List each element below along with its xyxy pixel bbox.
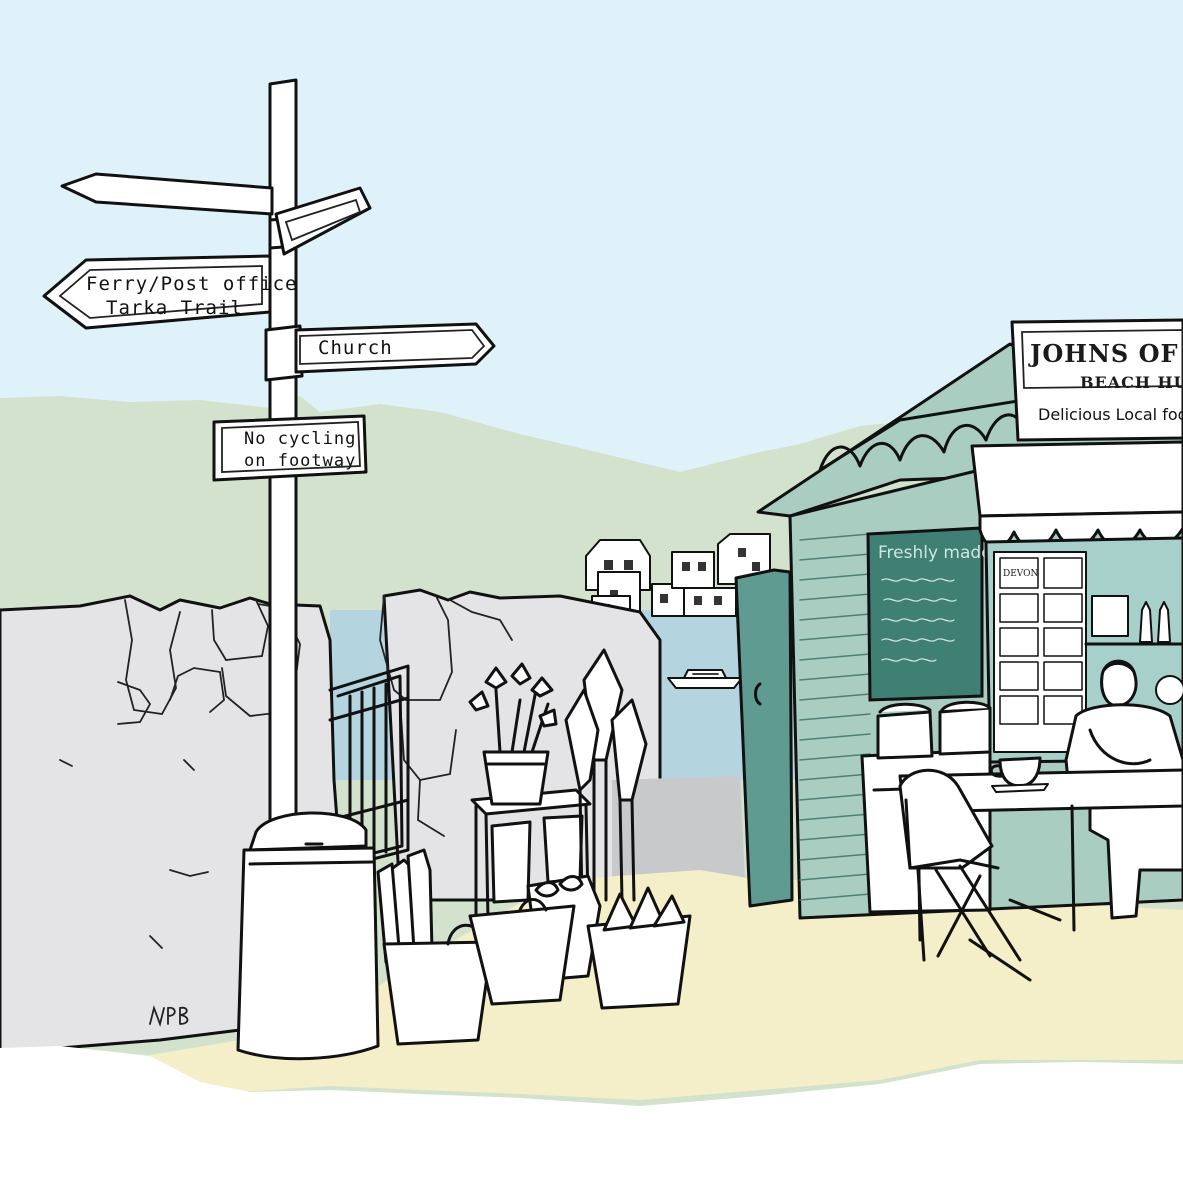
plate-line1: No cycling xyxy=(244,429,356,449)
plate-line2: on footway xyxy=(244,451,356,471)
basket-middle xyxy=(468,898,576,1006)
pillar-stones xyxy=(379,595,513,837)
board-tagline: Delicious Local food xyxy=(1038,405,1183,424)
hut-door xyxy=(734,568,794,908)
boat-icon xyxy=(667,669,743,689)
board-subtitle: BEACH HU xyxy=(1080,373,1183,392)
sign-ferry-line2: Tarka Trail xyxy=(106,297,243,319)
board-title: JOHNS OF IN xyxy=(1028,339,1183,368)
milk-churn-icon xyxy=(236,811,380,1061)
sign-ferry-line1: Ferry/Post office xyxy=(86,273,297,295)
basket-baguettes xyxy=(376,848,494,1046)
shelf-items xyxy=(1084,595,1183,705)
teacup-icon xyxy=(989,756,1049,793)
sign-blank-top xyxy=(60,172,274,216)
sign-church-label: Church xyxy=(318,337,393,359)
flower-bucket xyxy=(468,662,558,806)
sign-church: Church xyxy=(294,322,496,374)
path-shade xyxy=(612,776,746,900)
bistro-chair-icon xyxy=(898,768,1062,982)
sign-ferry: Ferry/Post office Tarka Trail xyxy=(42,254,297,330)
foreground-edge xyxy=(0,1046,1183,1200)
awning xyxy=(970,440,1183,550)
basket-loaves xyxy=(586,886,692,1010)
hut-signboard: JOHNS OF IN BEACH HU Delicious Local foo… xyxy=(1010,318,1183,442)
postcard-rack: DEVON xyxy=(993,551,1087,753)
signpost-icon xyxy=(264,78,304,906)
chalkboard: Freshly made xyxy=(866,526,992,702)
no-cycling-plate: No cycling on footway xyxy=(212,414,368,482)
artist-signature xyxy=(149,1004,189,1028)
tall-leaves xyxy=(564,648,648,902)
postcard-label: DEVON xyxy=(1003,569,1039,579)
chalkboard-heading: Freshly made xyxy=(878,543,992,563)
